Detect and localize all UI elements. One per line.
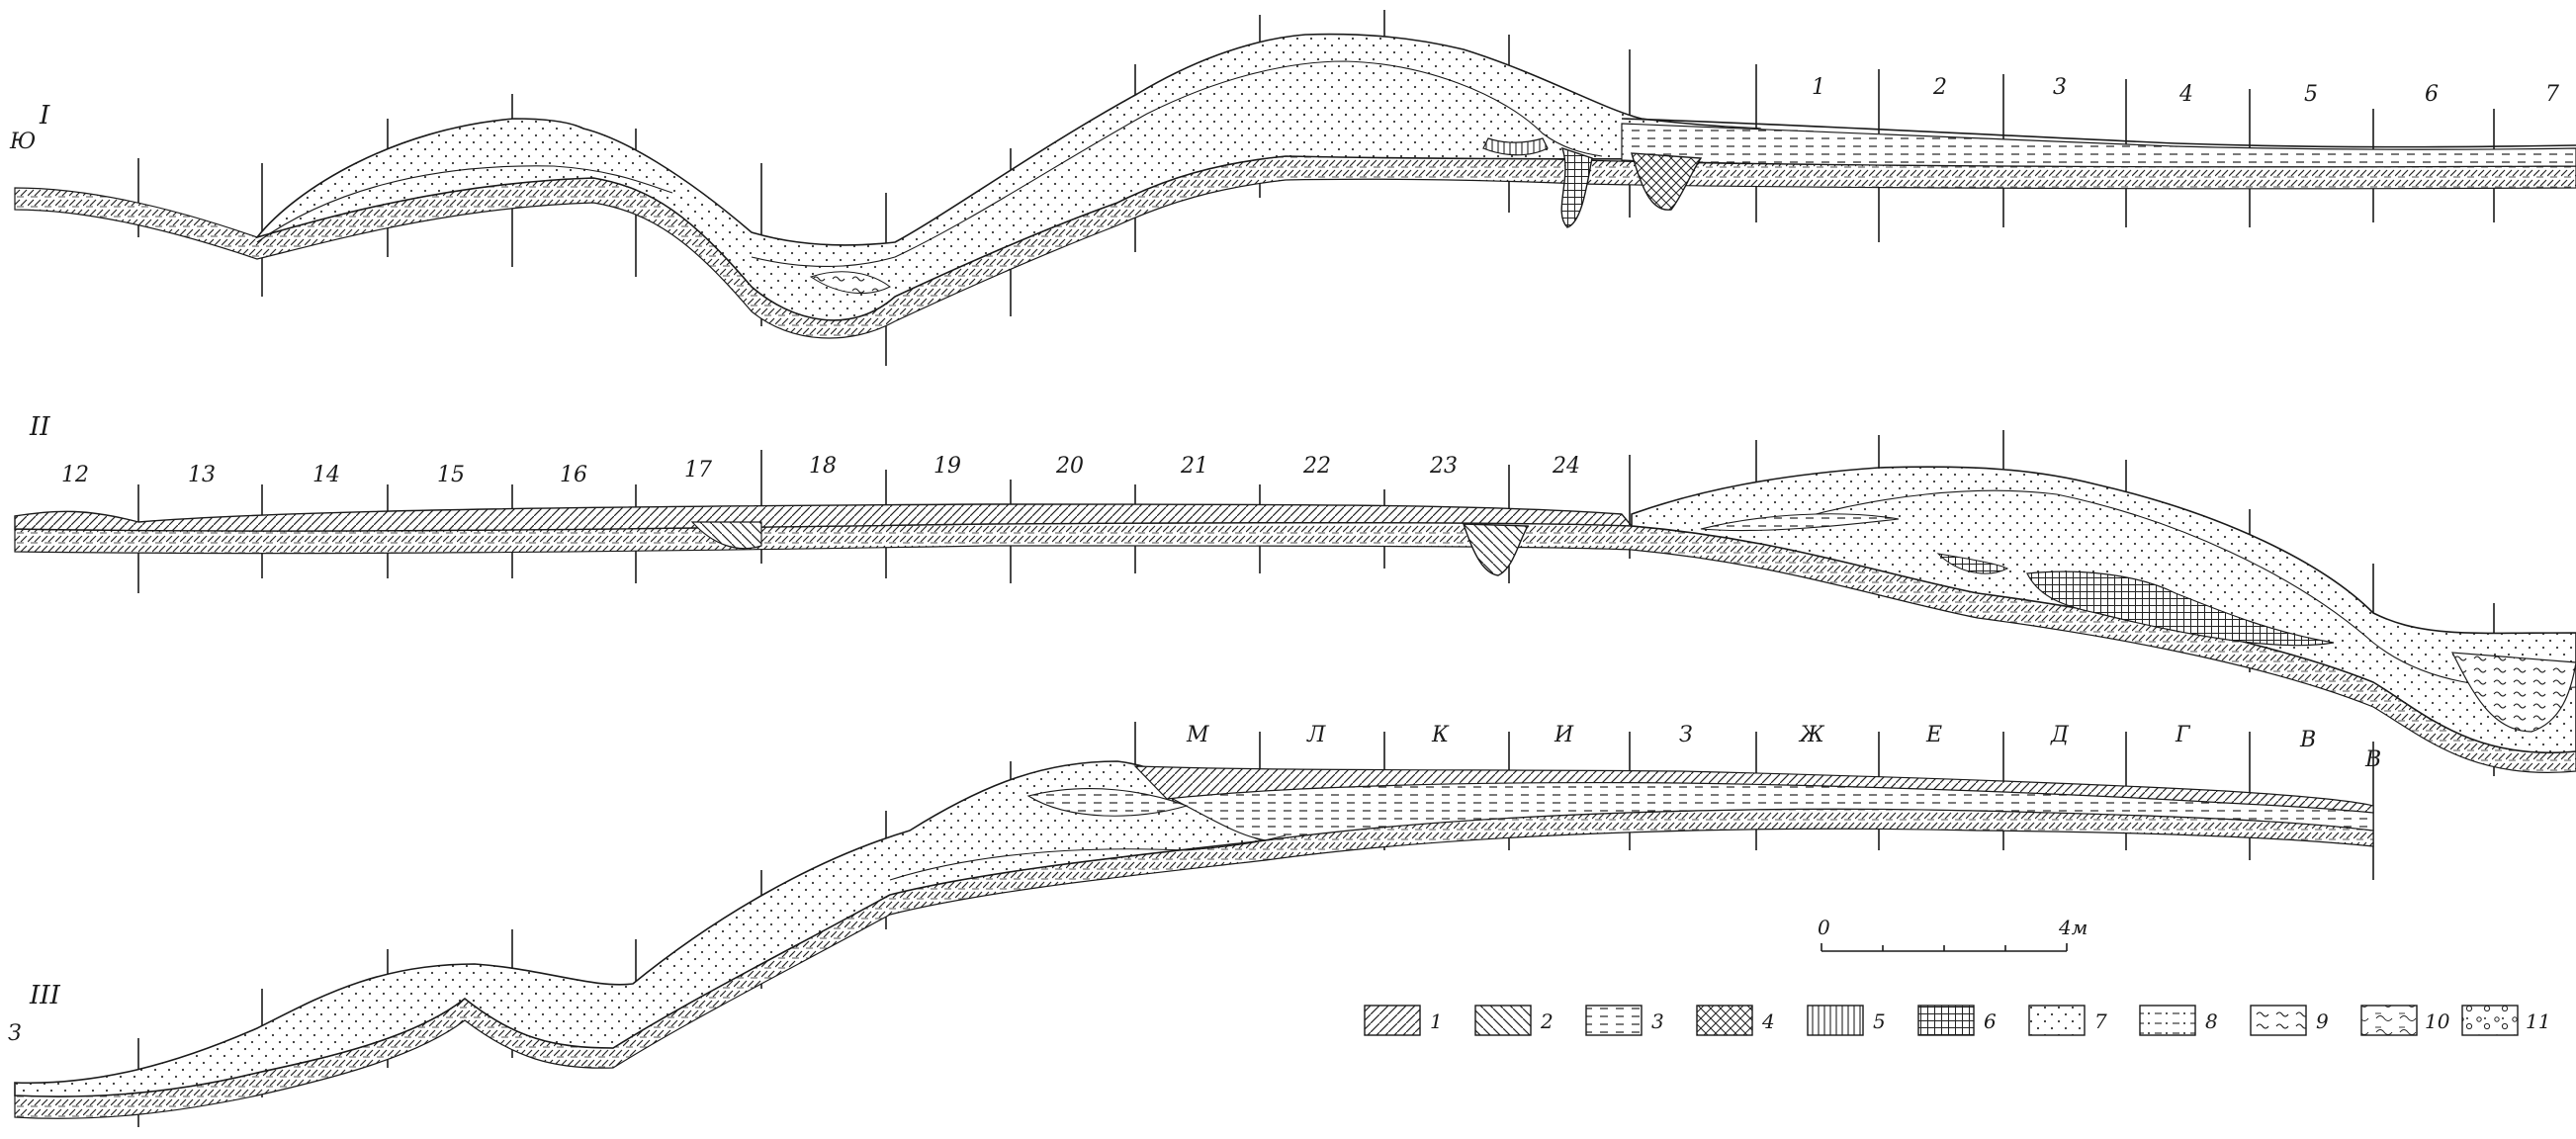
profile-1-square-labels: 1 2 3 4 5 6 7 [1812, 75, 2559, 107]
profile-3-diagonal-cap [1133, 765, 2374, 814]
square-label: 3 [2053, 75, 2067, 100]
profile-3-label: III [29, 981, 61, 1010]
profile-1-inner-boundary [751, 60, 1603, 268]
square-label: Д [2050, 723, 2070, 747]
profile-2-inner-boundary [1779, 489, 2576, 689]
legend-label: 4 [1761, 1009, 1775, 1033]
profile-2-pit-2 [690, 521, 762, 550]
square-label: 24 [1552, 454, 1580, 479]
square-label: 17 [684, 458, 712, 482]
legend-label: 3 [1651, 1009, 1664, 1033]
profile-1-pit-cross [1631, 152, 1703, 211]
square-label: М [1186, 723, 1209, 747]
profile-2-wave-pit [2450, 652, 2576, 733]
profile-3-end-label: В [2364, 747, 2381, 772]
profile-3-square-labels: М Л К И З Ж Е Д Г В [1186, 723, 2316, 752]
profile-1-laminated-layer [1621, 123, 2576, 168]
scale-end-label: 4м [2058, 916, 2087, 939]
square-label: Л [1306, 723, 1326, 747]
legend-label: 6 [1984, 1009, 1997, 1033]
legend-label: 10 [2425, 1009, 2450, 1033]
square-label: Ж [1798, 723, 1825, 747]
square-label: К [1431, 723, 1450, 747]
profile-1-sand-layer [254, 33, 1769, 321]
legend-item-4: 4 [1696, 1005, 1775, 1036]
profile-1-side-label: Ю [9, 130, 36, 154]
profile-1-pit-vertical [1482, 137, 1549, 156]
legend-label: 8 [2205, 1009, 2218, 1033]
legend-label: 2 [1540, 1009, 1554, 1033]
legend-label: 5 [1873, 1009, 1886, 1033]
square-label: 22 [1302, 454, 1331, 479]
legend-item-8: 8 [2139, 1005, 2218, 1036]
legend: 1 2 3 4 5 6 7 8 [1364, 1005, 2550, 1036]
square-label: 6 [2425, 82, 2439, 107]
square-label: 13 [188, 463, 216, 487]
square-label: В [2299, 728, 2316, 752]
profile-2-diagonal-layer [14, 503, 1634, 532]
profile-2-laminated-lens [1700, 513, 1900, 532]
square-label: 18 [809, 454, 837, 479]
profile-1-label: I [39, 101, 50, 131]
legend-item-11: 11 [2461, 1005, 2550, 1036]
profile-section-2: II 12 13 14 15 16 17 18 19 20 21 22 23 2… [14, 412, 2576, 776]
square-label: 2 [1932, 75, 1947, 100]
square-label: 23 [1429, 454, 1458, 479]
legend-item-7: 7 [2028, 1005, 2107, 1036]
square-label: 16 [560, 463, 587, 487]
profile-2-grid-lens [2026, 570, 2335, 647]
profile-3-side-label: З [8, 1021, 22, 1046]
legend-item-10: 10 [2360, 1005, 2450, 1036]
square-label: 1 [1812, 75, 1825, 100]
profile-2-square-labels: 12 13 14 15 16 17 18 19 20 21 22 23 24 [61, 454, 1580, 487]
square-label: Г [2175, 723, 2191, 747]
profile-section-3: III З В М Л К И З Ж Е Д Г В [8, 722, 2381, 1127]
square-label: 5 [2304, 82, 2318, 107]
profile-3-inner-boundary [889, 834, 1287, 881]
square-label: 15 [437, 463, 465, 487]
legend-item-5: 5 [1807, 1005, 1886, 1036]
square-label: Е [1925, 723, 1942, 747]
profile-2-label: II [29, 412, 50, 442]
scale-start-label: 0 [1818, 916, 1830, 939]
legend-item-1: 1 [1364, 1005, 1443, 1036]
legend-item-9: 9 [2250, 1005, 2329, 1036]
profile-1-inner-boundary-2 [256, 165, 673, 243]
legend-label: 7 [2094, 1009, 2107, 1033]
legend-label: 11 [2526, 1009, 2550, 1033]
square-label: 7 [2545, 82, 2559, 107]
legend-label: 1 [1430, 1009, 1443, 1033]
profile-2-grid-body [1936, 553, 2009, 574]
profile-2-pit-1 [1463, 523, 1530, 576]
profile-section-1: I Ю 1 2 3 4 5 6 7 [9, 10, 2576, 366]
profile-3-subsoil [14, 808, 2374, 1119]
scale-bar: 0 4м [1818, 916, 2087, 952]
square-label: И [1554, 723, 1574, 747]
square-label: 20 [1055, 454, 1084, 479]
square-label: 21 [1180, 454, 1208, 479]
profile-1-wave-lens [809, 271, 891, 295]
profile-1-top-surface [1621, 118, 2576, 148]
legend-item-2: 2 [1474, 1005, 1554, 1036]
square-label: 4 [2178, 82, 2193, 107]
profile-1-pit-grid [1560, 146, 1593, 228]
square-label: 12 [61, 463, 89, 487]
profile-3-grid-lens [1026, 788, 1189, 817]
legend-label: 9 [2316, 1009, 2329, 1033]
legend-item-6: 6 [1917, 1005, 1997, 1036]
square-label: 14 [312, 463, 340, 487]
legend-item-3: 3 [1585, 1005, 1664, 1036]
square-label: З [1679, 723, 1693, 747]
square-label: 19 [933, 454, 961, 479]
